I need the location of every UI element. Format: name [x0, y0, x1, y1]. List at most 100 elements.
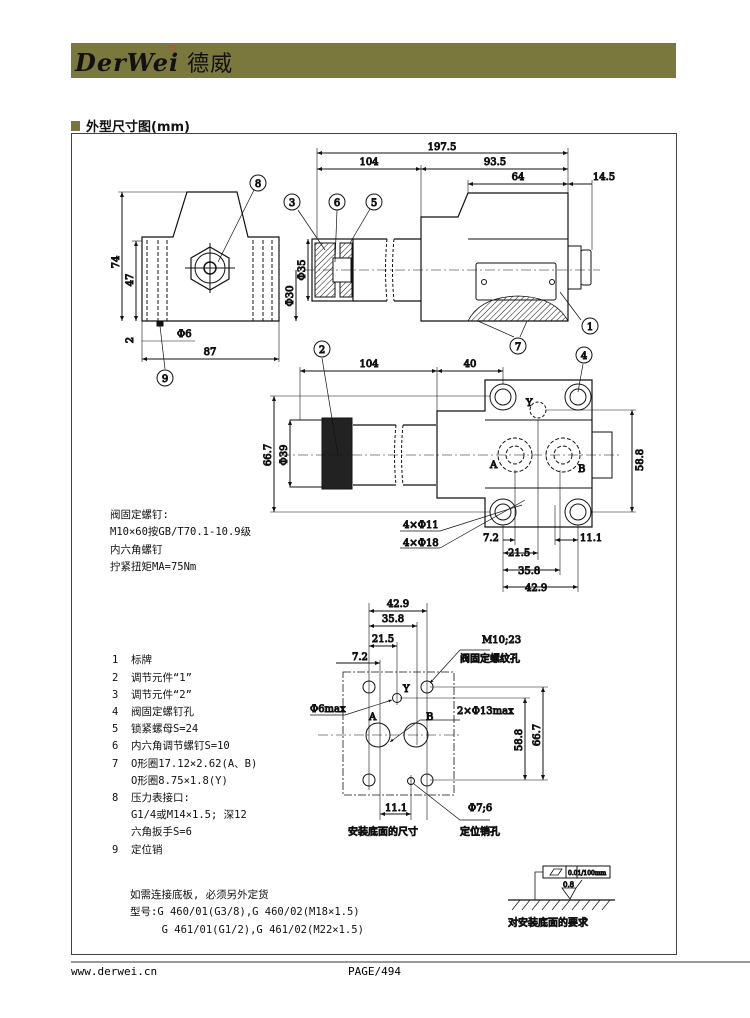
port-y: Y: [525, 398, 533, 409]
balloon-3: 3: [283, 193, 301, 211]
bolt-note-line: 阀固定螺钉:: [110, 509, 169, 521]
dim-21-5: 21.5: [508, 548, 530, 559]
mount-dim-35-8: 35.8: [382, 614, 404, 625]
mounting-surface-diagram: 7.2 21.5 35.8 42.9 58.8 66.7 11.1 M10;23…: [310, 599, 548, 839]
svg-text:2: 2: [319, 345, 325, 356]
dim-87: 87: [204, 347, 217, 358]
legend-item: 1 标牌: [112, 654, 152, 667]
roughness-icon: [561, 879, 583, 900]
brand-latin: DerWei: [75, 48, 180, 77]
dim-40: 40: [464, 359, 477, 370]
drawing-frame: [71, 133, 677, 955]
order-note-line: 如需连接底板, 必须另外定货: [130, 889, 269, 901]
dim-197-5: 197.5: [428, 142, 457, 153]
balloon-6: 6: [328, 193, 346, 211]
page-number: PAGE/494: [348, 965, 401, 978]
adjust-knob: [321, 417, 353, 490]
footer-website-link[interactable]: www.derwei.cn: [71, 965, 158, 978]
svg-text:6: 6: [334, 198, 340, 209]
parts-legend: 1 标牌 2 调节元件“1” 3 调节元件“2” 4 阀固定螺钉孔 5 锁紧螺母S=24…: [112, 618, 257, 893]
legend-item: 4 阀固定螺钉孔: [112, 706, 194, 719]
order-note-line: G 461/01(G1/2),G 461/02(M22×1.5): [130, 923, 364, 936]
legend-item: 六角扳手S=6: [112, 826, 192, 839]
order-note-line: 型号:G 460/01(G3/8),G 460/02(M18×1.5): [130, 906, 360, 919]
legend-item: 7 O形圈17.12×2.62(A、B): [112, 757, 258, 770]
footer-divider: [71, 961, 750, 963]
end-view: 74 47 2 Φ6 87: [111, 191, 280, 362]
balloon-1: 1: [581, 317, 599, 335]
dim-35-8: 35.8: [518, 566, 540, 577]
side-view: 197.5 104 93.5 64 14.5 Φ35 Φ30: [285, 142, 616, 322]
dim-phi35: Φ35: [297, 260, 308, 281]
bolt-note: 阀固定螺钉:M10×60按GB/T70.1-10.9级内六角螺钉拧紧扭矩MA=7…: [110, 507, 251, 577]
balloon-9: 9: [156, 369, 174, 387]
square-bullet-icon: [71, 120, 80, 131]
order-note: 如需连接底板, 必须另外定货型号:G 460/01(G3/8),G 460/02…: [130, 887, 364, 939]
section-title: 外型尺寸图(mm): [86, 120, 190, 135]
legend-item: G1/4或M14×1.5; 深12: [112, 809, 247, 822]
dim-47: 47: [125, 274, 136, 287]
bolt-note-line: M10×60按GB/T70.1-10.9级: [110, 526, 252, 539]
mounting-caption: 安装底面的尺寸: [348, 825, 418, 838]
svg-text:9: 9: [162, 374, 168, 385]
mount-dim-66-7: 66.7: [532, 724, 543, 746]
dim-14-5: 14.5: [593, 172, 615, 183]
legend-item: 2 调节元件“1”: [112, 671, 192, 684]
port-a: A: [489, 460, 498, 471]
registered-mark-icon: [169, 45, 176, 52]
legend-item: 8 压力表接口:: [112, 792, 190, 805]
mount-dim-11-1: 11.1: [385, 803, 407, 814]
dim-64: 64: [512, 172, 525, 183]
svg-text:3: 3: [289, 198, 295, 209]
legend-item: O形圈8.75×1.8(Y): [112, 774, 228, 787]
dim-58-8: 58.8: [635, 449, 646, 471]
nameplate: [475, 262, 557, 301]
mount-port-y: Y: [402, 684, 410, 695]
legend-item: 3 调节元件“2”: [112, 688, 192, 701]
port-b: B: [578, 464, 585, 475]
legend-item: 9 定位销: [112, 843, 163, 856]
dim-11-1: 11.1: [580, 533, 602, 544]
mount-dim-21-5: 21.5: [372, 634, 394, 645]
dim-42-9: 42.9: [525, 583, 547, 594]
dim-93-5: 93.5: [484, 157, 506, 168]
svg-text:5: 5: [371, 198, 377, 209]
legend-item: 6 内六角调节螺钉S=10: [112, 740, 230, 753]
roughness-value: 0.8: [563, 881, 574, 889]
flatness-icon: [549, 868, 563, 876]
section-heading: 外型尺寸图(mm): [71, 116, 190, 135]
dim-104: 104: [359, 157, 378, 168]
dim-74: 74: [111, 256, 122, 269]
balloon-4: 4: [575, 346, 593, 364]
surface-requirement: 0.01/100mm 0.8 对安装底面的要求: [508, 865, 615, 930]
surface-caption: 对安装底面的要求: [508, 916, 588, 929]
dim-top-104: 104: [359, 359, 378, 370]
balloon-5: 5: [365, 193, 383, 211]
top-view: 66.7 Φ39 58.8 104 40 7.2 21.5 35.8 42.9 …: [263, 359, 647, 595]
bolt-note-line: 拧紧扭矩MA=75Nm: [110, 561, 197, 574]
part-balloons: 1 2 3 4 5 6 7 8 9: [156, 174, 599, 456]
thread-label: 阀固定螺纹孔: [460, 652, 520, 665]
legend-item: 5 锁紧螺母S=24: [112, 723, 199, 736]
balloon-7: 7: [509, 337, 527, 355]
dim-2: 2: [125, 337, 136, 343]
pin-hole-label: 定位销孔: [460, 825, 500, 838]
phi6max-label: Φ6max: [310, 704, 346, 715]
balloon-8: 8: [249, 174, 267, 192]
dim-phi39: Φ39: [279, 445, 290, 466]
svg-text:1: 1: [587, 322, 593, 333]
svg-text:4: 4: [581, 351, 587, 362]
mount-dim-42-9: 42.9: [387, 599, 409, 610]
mount-port-b: B: [426, 712, 433, 723]
dim-66-7: 66.7: [263, 444, 274, 466]
dim-7-2: 7.2: [483, 533, 499, 544]
mount-dim-7-2: 7.2: [352, 652, 368, 663]
phi7-label: Φ7;6: [468, 803, 492, 814]
holes-phi18: 4×Φ18: [403, 538, 439, 549]
balloon-2: 2: [313, 340, 331, 358]
dim-phi30: Φ30: [285, 286, 296, 307]
